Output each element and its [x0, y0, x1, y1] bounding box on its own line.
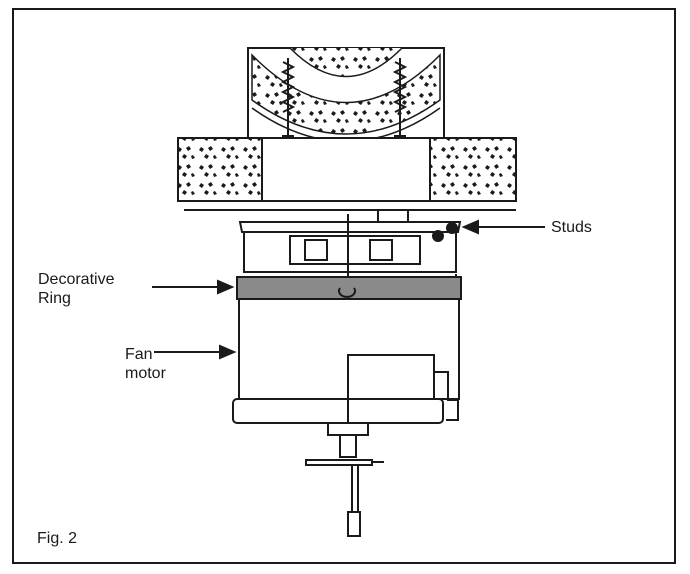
fan-motor-label: Fan motor	[125, 345, 166, 383]
ceiling-insulation-left	[177, 137, 263, 202]
decorative-ring-arrow	[152, 279, 235, 295]
decorative-ring-label-line1: Decorative	[38, 271, 115, 288]
decorative-ring-label-line2: Ring	[38, 290, 71, 307]
decorative-ring	[236, 276, 462, 300]
lower-shaft	[305, 422, 384, 537]
figure-caption: Fig. 2	[37, 530, 78, 547]
mounting-bracket	[238, 209, 462, 440]
fan-motor-arrow	[154, 344, 237, 360]
ring-screw	[338, 287, 356, 298]
ceiling-insulation-upper	[247, 47, 445, 143]
fan-motor-label-line1: Fan	[125, 346, 153, 363]
studs-arrow	[461, 219, 545, 235]
figure-frame	[12, 8, 676, 564]
fan-motor-label-line2: motor	[125, 365, 166, 382]
decorative-ring-label: Decorative Ring	[38, 270, 114, 308]
fan-motor-housing	[232, 298, 460, 424]
studs-label: Studs	[551, 219, 592, 236]
outlet-box	[261, 137, 431, 202]
ceiling-insulation-right	[429, 137, 517, 202]
